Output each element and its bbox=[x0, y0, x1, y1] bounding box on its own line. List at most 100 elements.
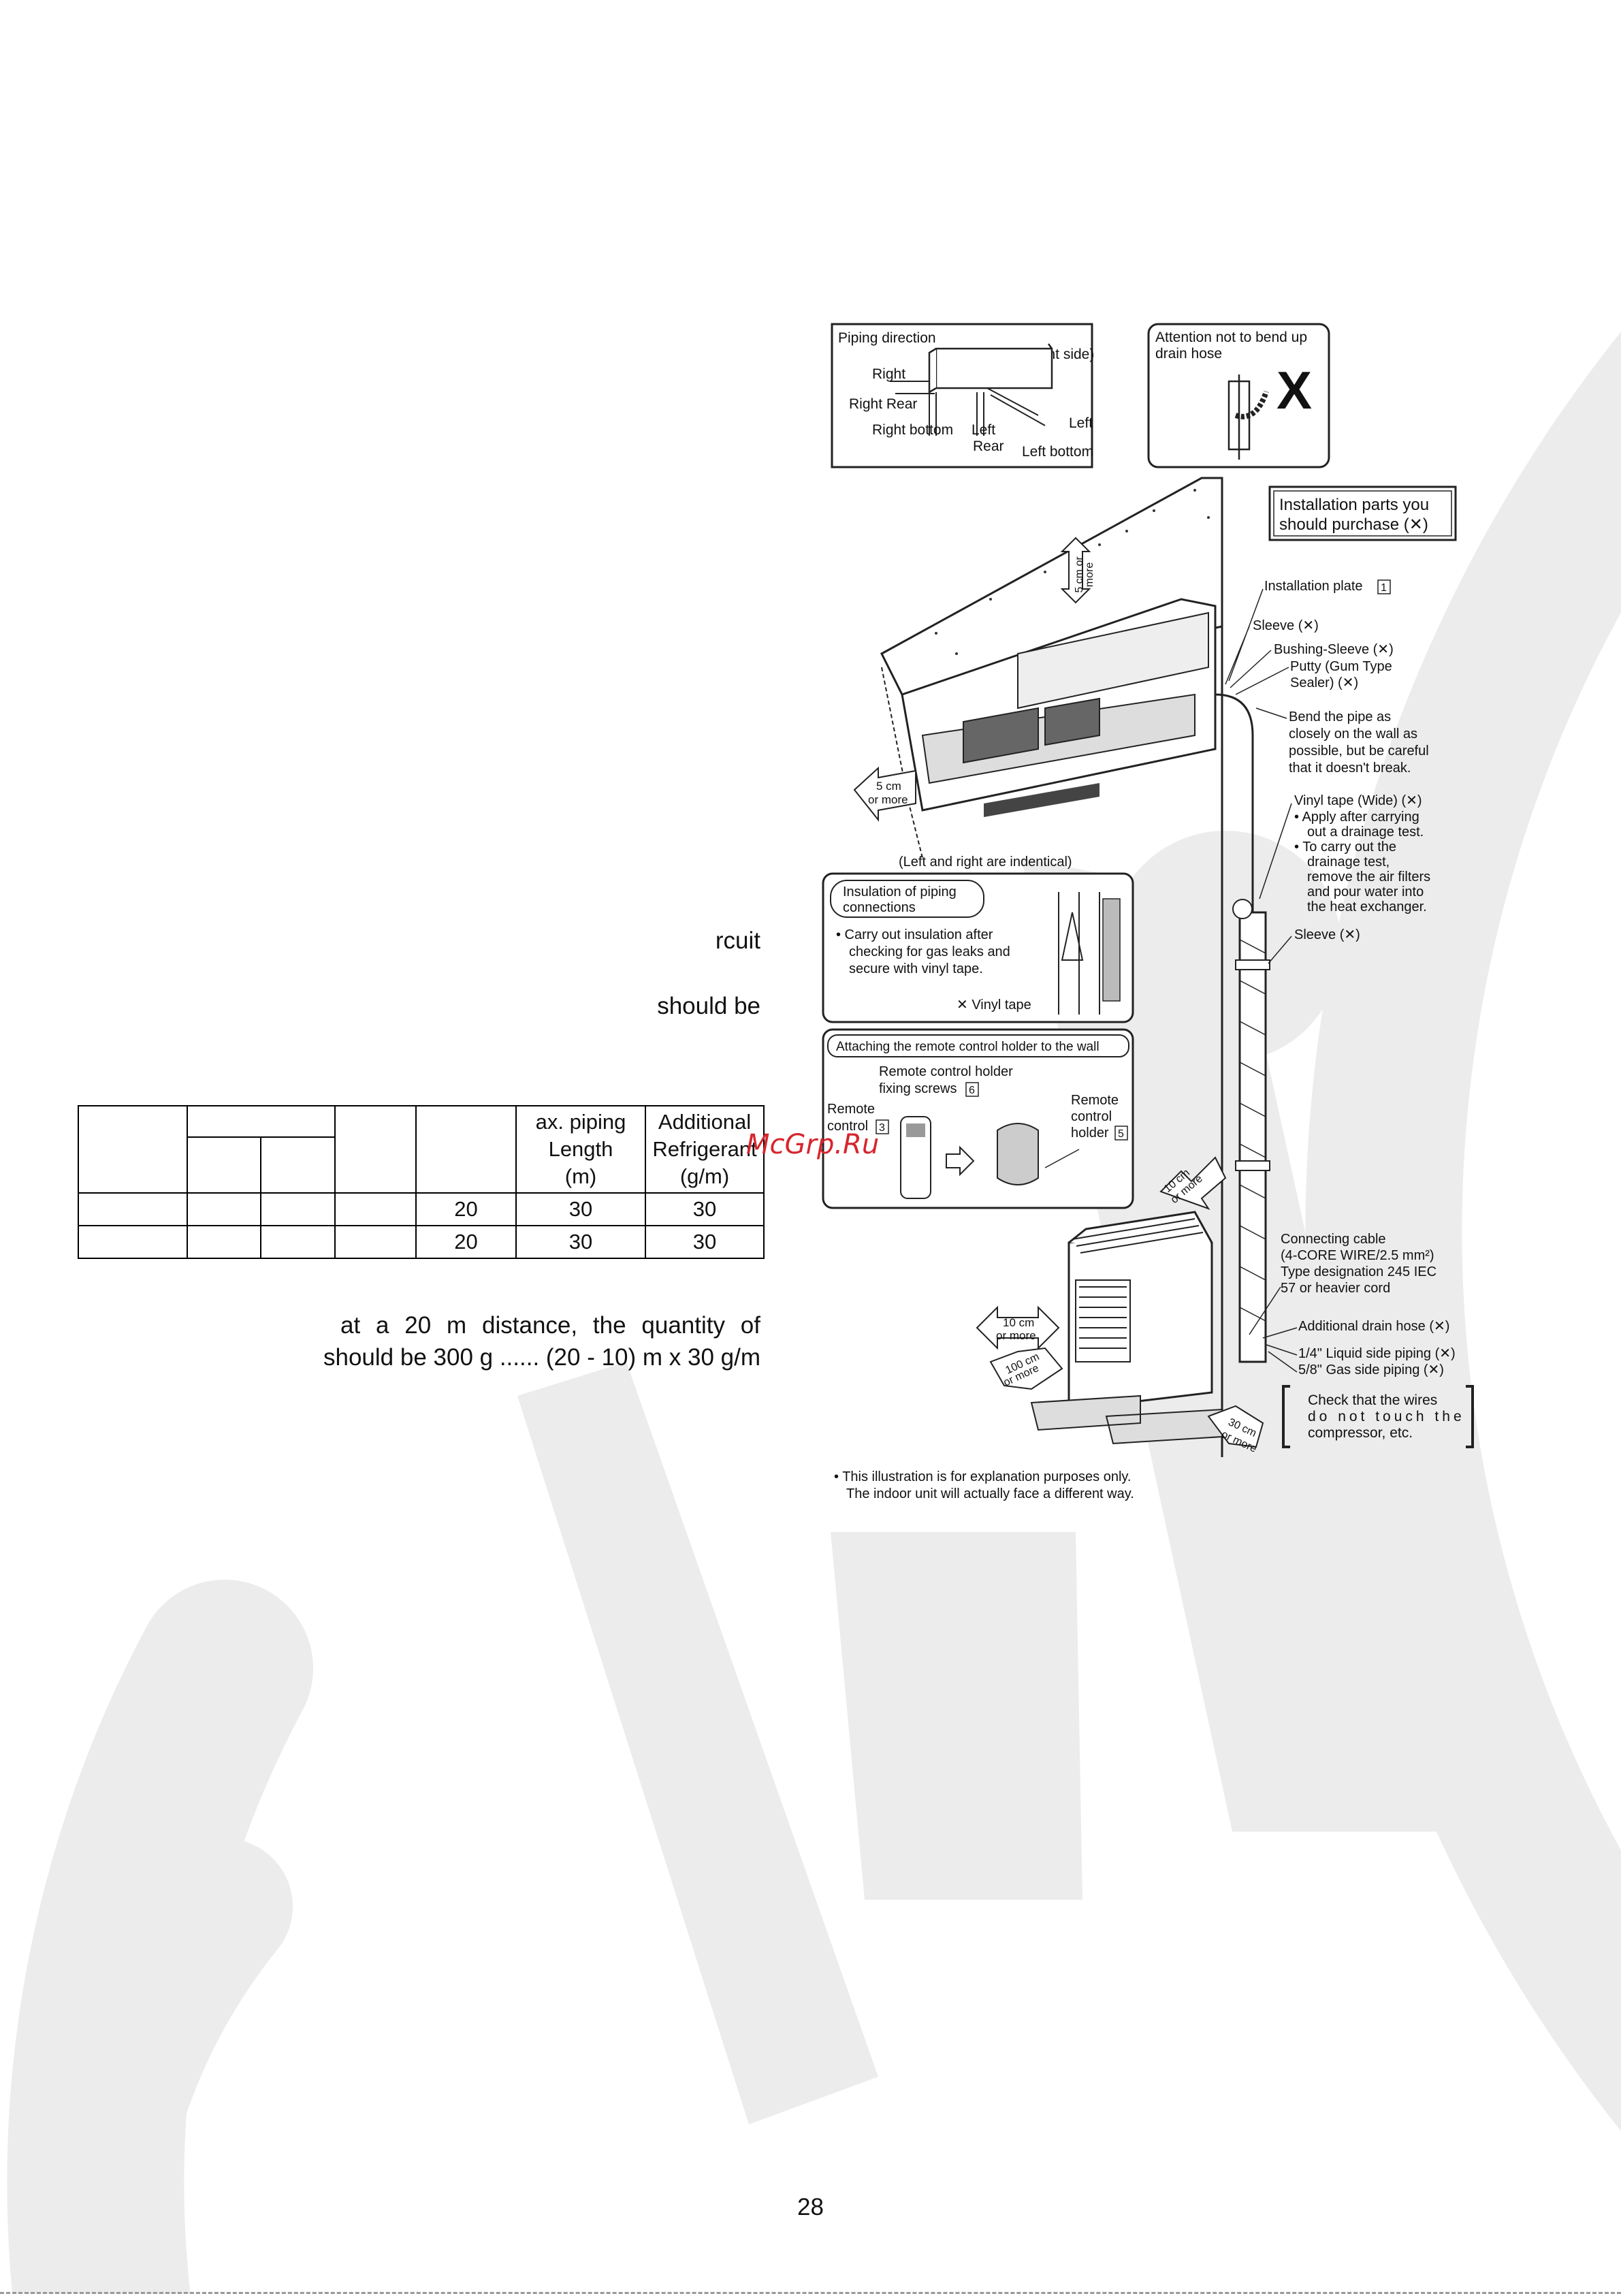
svg-text:that it doesn't break.: that it doesn't break. bbox=[1289, 761, 1411, 776]
svg-text:Bend the pipe as: Bend the pipe as bbox=[1289, 709, 1391, 724]
table-header-cell bbox=[187, 1136, 261, 1194]
max-piping-header: ax. piping Length (m) bbox=[515, 1105, 646, 1194]
svg-text:or more: or more bbox=[996, 1329, 1036, 1342]
purchase-line-1: Installation parts you bbox=[1279, 496, 1429, 514]
installation-figure: Piping direction (Front side) Right Righ… bbox=[822, 323, 1474, 1501]
table-row: 20 30 30 bbox=[78, 1225, 765, 1259]
insulation-panel: Insulation of piping connections • Carry… bbox=[822, 872, 1134, 1023]
svg-text:10 cm: 10 cm bbox=[1003, 1316, 1034, 1329]
svg-text:(4-CORE WIRE/2.5 mm²): (4-CORE WIRE/2.5 mm²) bbox=[1281, 1248, 1434, 1263]
indoor-unit bbox=[901, 598, 1217, 817]
table-header-cell bbox=[334, 1105, 417, 1194]
svg-text:checking for gas leaks and: checking for gas leaks and bbox=[849, 944, 1010, 959]
svg-text:the heat exchanger.: the heat exchanger. bbox=[1307, 899, 1427, 914]
svg-text:secure with vinyl tape.: secure with vinyl tape. bbox=[849, 961, 983, 976]
svg-text:control: control bbox=[1071, 1109, 1112, 1124]
svg-text:do not touch the: do not touch the bbox=[1308, 1409, 1465, 1424]
remote-holder-panel: Attaching the remote control holder to t… bbox=[822, 1028, 1134, 1209]
illustration-note-2: The indoor unit will actually face a dif… bbox=[846, 1486, 1134, 1501]
svg-text:Vinyl tape (Wide) (✕): Vinyl tape (Wide) (✕) bbox=[1294, 793, 1422, 808]
svg-text:1: 1 bbox=[1381, 582, 1387, 594]
left-label: Left bbox=[1069, 415, 1093, 431]
svg-text:holder: holder bbox=[1071, 1126, 1109, 1141]
svg-text:closely on the wall as: closely on the wall as bbox=[1289, 727, 1417, 742]
left-rear-label-2: Rear bbox=[973, 439, 1004, 454]
left-rear-label-1: Left bbox=[972, 422, 995, 438]
illustration-note-1: • This illustration is for explanation p… bbox=[834, 1469, 1131, 1484]
purchase-line-2: should purchase (✕) bbox=[1279, 515, 1428, 534]
outdoor-clearance-arrows: 10 cm or more 10 cm or more 100 cm or mo… bbox=[976, 1156, 1264, 1455]
svg-text:Type designation 245 IEC: Type designation 245 IEC bbox=[1281, 1264, 1437, 1279]
svg-text:Additional drain hose (✕): Additional drain hose (✕) bbox=[1298, 1319, 1449, 1334]
svg-text:Remote: Remote bbox=[827, 1102, 875, 1117]
svg-text:remove the air filters: remove the air filters bbox=[1307, 870, 1430, 884]
additional-refrigerant-header: Additional Refrigerant (g/m) bbox=[645, 1105, 765, 1194]
svg-text:3: 3 bbox=[879, 1122, 885, 1134]
installation-plate-label: Installation plate bbox=[1264, 579, 1363, 594]
svg-text:• Apply after carrying: • Apply after carrying bbox=[1294, 810, 1419, 825]
table-header-cell bbox=[187, 1105, 336, 1138]
bend-cross-icon: X bbox=[1277, 360, 1312, 420]
right-rear-label: Right Rear bbox=[849, 396, 917, 412]
piping-run bbox=[1215, 693, 1270, 1363]
svg-text:Remote: Remote bbox=[1071, 1093, 1119, 1108]
svg-text:1/4" Liquid side piping (✕): 1/4" Liquid side piping (✕) bbox=[1298, 1346, 1456, 1361]
svg-text:5 cm or: 5 cm or bbox=[1074, 556, 1085, 593]
svg-text:• Carry out insulation after: • Carry out insulation after bbox=[836, 927, 993, 942]
svg-text:Insulation of piping: Insulation of piping bbox=[843, 884, 957, 899]
part-labels: Installation plate 1 Sleeve (✕) Bushing-… bbox=[1225, 579, 1430, 964]
attention-line-1: Attention not to bend up bbox=[1155, 330, 1307, 345]
table-header-cell bbox=[78, 1105, 188, 1194]
table-cell: 30 bbox=[515, 1192, 646, 1226]
right-bottom-label: Right bottom bbox=[872, 422, 953, 438]
table-cell: 20 bbox=[415, 1225, 517, 1259]
right-label: Right bbox=[872, 366, 905, 382]
example-line-2: should be 300 g ...... (20 - 10) m x 30 … bbox=[323, 1344, 760, 1371]
clearance-arrow-left: 5 cm or more bbox=[853, 766, 916, 822]
table-cell: 30 bbox=[645, 1192, 765, 1226]
svg-text:• To carry out the: • To carry out the bbox=[1294, 840, 1396, 855]
svg-text:Attaching the remote control h: Attaching the remote control holder to t… bbox=[836, 1040, 1100, 1054]
left-bottom-label: Left bottom bbox=[1022, 444, 1093, 460]
should-be-fragment: should be bbox=[657, 993, 760, 1019]
svg-text:connections: connections bbox=[843, 900, 916, 915]
svg-text:5: 5 bbox=[1118, 1128, 1124, 1140]
svg-text:Connecting cable: Connecting cable bbox=[1281, 1232, 1386, 1247]
svg-text:compressor, etc.: compressor, etc. bbox=[1308, 1425, 1413, 1441]
clearance-arrow-top: 5 cm or more bbox=[1060, 537, 1095, 604]
svg-text:control: control bbox=[827, 1119, 868, 1134]
svg-text:fixing screws: fixing screws bbox=[879, 1081, 957, 1096]
table-row: 20 30 30 bbox=[78, 1192, 765, 1226]
svg-text:and pour water into: and pour water into bbox=[1307, 884, 1424, 899]
piping-direction-panel: Piping direction (Front side) Right Righ… bbox=[831, 323, 1094, 468]
table-cell: 30 bbox=[515, 1225, 646, 1259]
table-cell: 20 bbox=[415, 1192, 517, 1226]
table-header-cell bbox=[260, 1136, 336, 1194]
svg-text:more: more bbox=[1084, 562, 1095, 588]
attention-panel: Attention not to bend up drain hose X bbox=[1147, 323, 1330, 468]
outdoor-unit bbox=[1030, 1211, 1223, 1445]
left-right-identical-label: (Left and right are indentical) bbox=[899, 855, 1072, 870]
putty-label-1: Putty (Gum Type bbox=[1290, 659, 1392, 674]
svg-text:Remote control holder: Remote control holder bbox=[879, 1064, 1013, 1079]
refrigerant-table: ax. piping Length (m) Additional Refrige… bbox=[78, 1105, 765, 1259]
example-line-1: at a 20 m distance, the quantity of bbox=[340, 1312, 760, 1339]
outdoor-labels: Connecting cable (4-CORE WIRE/2.5 mm²) T… bbox=[1249, 1232, 1474, 1448]
svg-text:57 or heavier cord: 57 or heavier cord bbox=[1281, 1281, 1390, 1296]
svg-text:✕ Vinyl tape: ✕ Vinyl tape bbox=[957, 998, 1031, 1013]
bushing-sleeve-label: Bushing-Sleeve (✕) bbox=[1274, 642, 1394, 657]
svg-text:Check that the wires: Check that the wires bbox=[1308, 1392, 1437, 1408]
table-header-cell bbox=[415, 1105, 517, 1194]
page-bottom-edge bbox=[0, 2292, 1621, 2296]
svg-text:possible, but be careful: possible, but be careful bbox=[1289, 744, 1429, 759]
watermark: McGrp.Ru bbox=[746, 1129, 880, 1160]
svg-text:5/8" Gas side piping (✕): 5/8" Gas side piping (✕) bbox=[1298, 1362, 1444, 1377]
page-number: 28 bbox=[797, 2194, 824, 2220]
svg-text:5 cm: 5 cm bbox=[876, 780, 901, 793]
sleeve-top-label: Sleeve (✕) bbox=[1253, 618, 1319, 633]
piping-direction-title: Piping direction bbox=[838, 330, 936, 346]
svg-text:or more: or more bbox=[868, 793, 908, 806]
svg-text:drainage test,: drainage test, bbox=[1307, 855, 1390, 870]
sleeve-mid-label: Sleeve (✕) bbox=[1294, 927, 1360, 942]
circuit-fragment: rcuit bbox=[715, 927, 760, 954]
